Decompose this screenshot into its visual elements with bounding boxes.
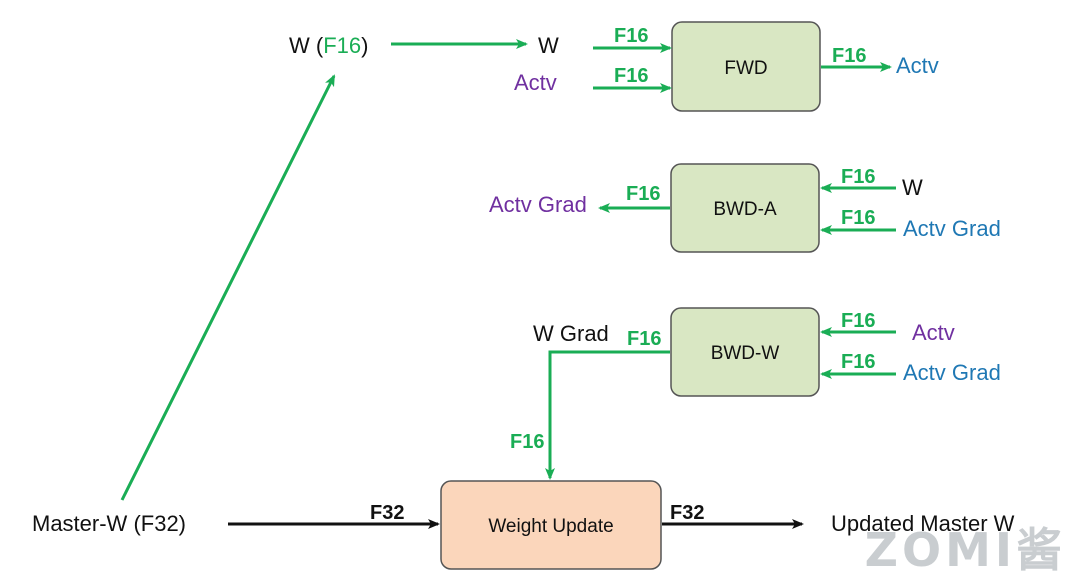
w-f16-label: W (F16) bbox=[289, 33, 368, 58]
bwd-a-out-format-label: F16 bbox=[626, 183, 660, 205]
bwd-w-input-actv-grad-label: Actv Grad bbox=[903, 360, 1001, 385]
update-out-format-label: F32 bbox=[670, 502, 704, 524]
bwd-w-out-format-label: F16 bbox=[627, 328, 661, 350]
weight-update-box: Weight Update bbox=[440, 480, 662, 570]
master-w-label: Master-W (F32) bbox=[32, 511, 186, 536]
bwd-a-output-actv-grad-label: Actv Grad bbox=[489, 192, 587, 217]
fwd-input-actv-label: Actv bbox=[514, 70, 557, 95]
bwd-a-input-actv-grad-label: Actv Grad bbox=[903, 216, 1001, 241]
fwd-out-format-label: F16 bbox=[832, 45, 866, 67]
bwd-w-box-label: BWD-W bbox=[711, 343, 780, 364]
bwd-a-box-label: BWD-A bbox=[713, 199, 777, 220]
updated-master-w-label: Updated Master W bbox=[831, 511, 1015, 536]
bwd-w-box: BWD-W bbox=[670, 307, 820, 397]
bwd-a-box: BWD-A bbox=[670, 163, 820, 253]
zomi-watermark: ZOMI酱 bbox=[865, 523, 1066, 577]
bwd-w-grad-format-label: F16 bbox=[841, 351, 875, 373]
master-to-w-f16-arrow bbox=[120, 74, 336, 501]
weight-update-box-label: Weight Update bbox=[488, 516, 613, 537]
bwd-w-to-weight-update-arrow bbox=[545, 350, 670, 480]
fwd-output-actv-label: Actv bbox=[896, 53, 939, 78]
master-in-format-label: F32 bbox=[370, 502, 404, 524]
fwd-box-label: FWD bbox=[724, 58, 767, 79]
bwd-w-actv-format-label: F16 bbox=[841, 310, 875, 332]
fwd-actv-format-label: F16 bbox=[614, 65, 648, 87]
bwd-w-input-actv-label: Actv bbox=[912, 320, 955, 345]
bwd-a-input-w-label: W bbox=[902, 175, 923, 200]
bwd-w-output-w-grad-label: W Grad bbox=[533, 321, 609, 346]
bwd-a-grad-format-label: F16 bbox=[841, 207, 875, 229]
bwd-a-w-format-label: F16 bbox=[841, 166, 875, 188]
fwd-input-w-label: W bbox=[538, 33, 559, 58]
fwd-box: FWD bbox=[671, 21, 821, 112]
w-grad-down-format-label: F16 bbox=[510, 431, 544, 453]
fwd-w-format-label: F16 bbox=[614, 25, 648, 47]
